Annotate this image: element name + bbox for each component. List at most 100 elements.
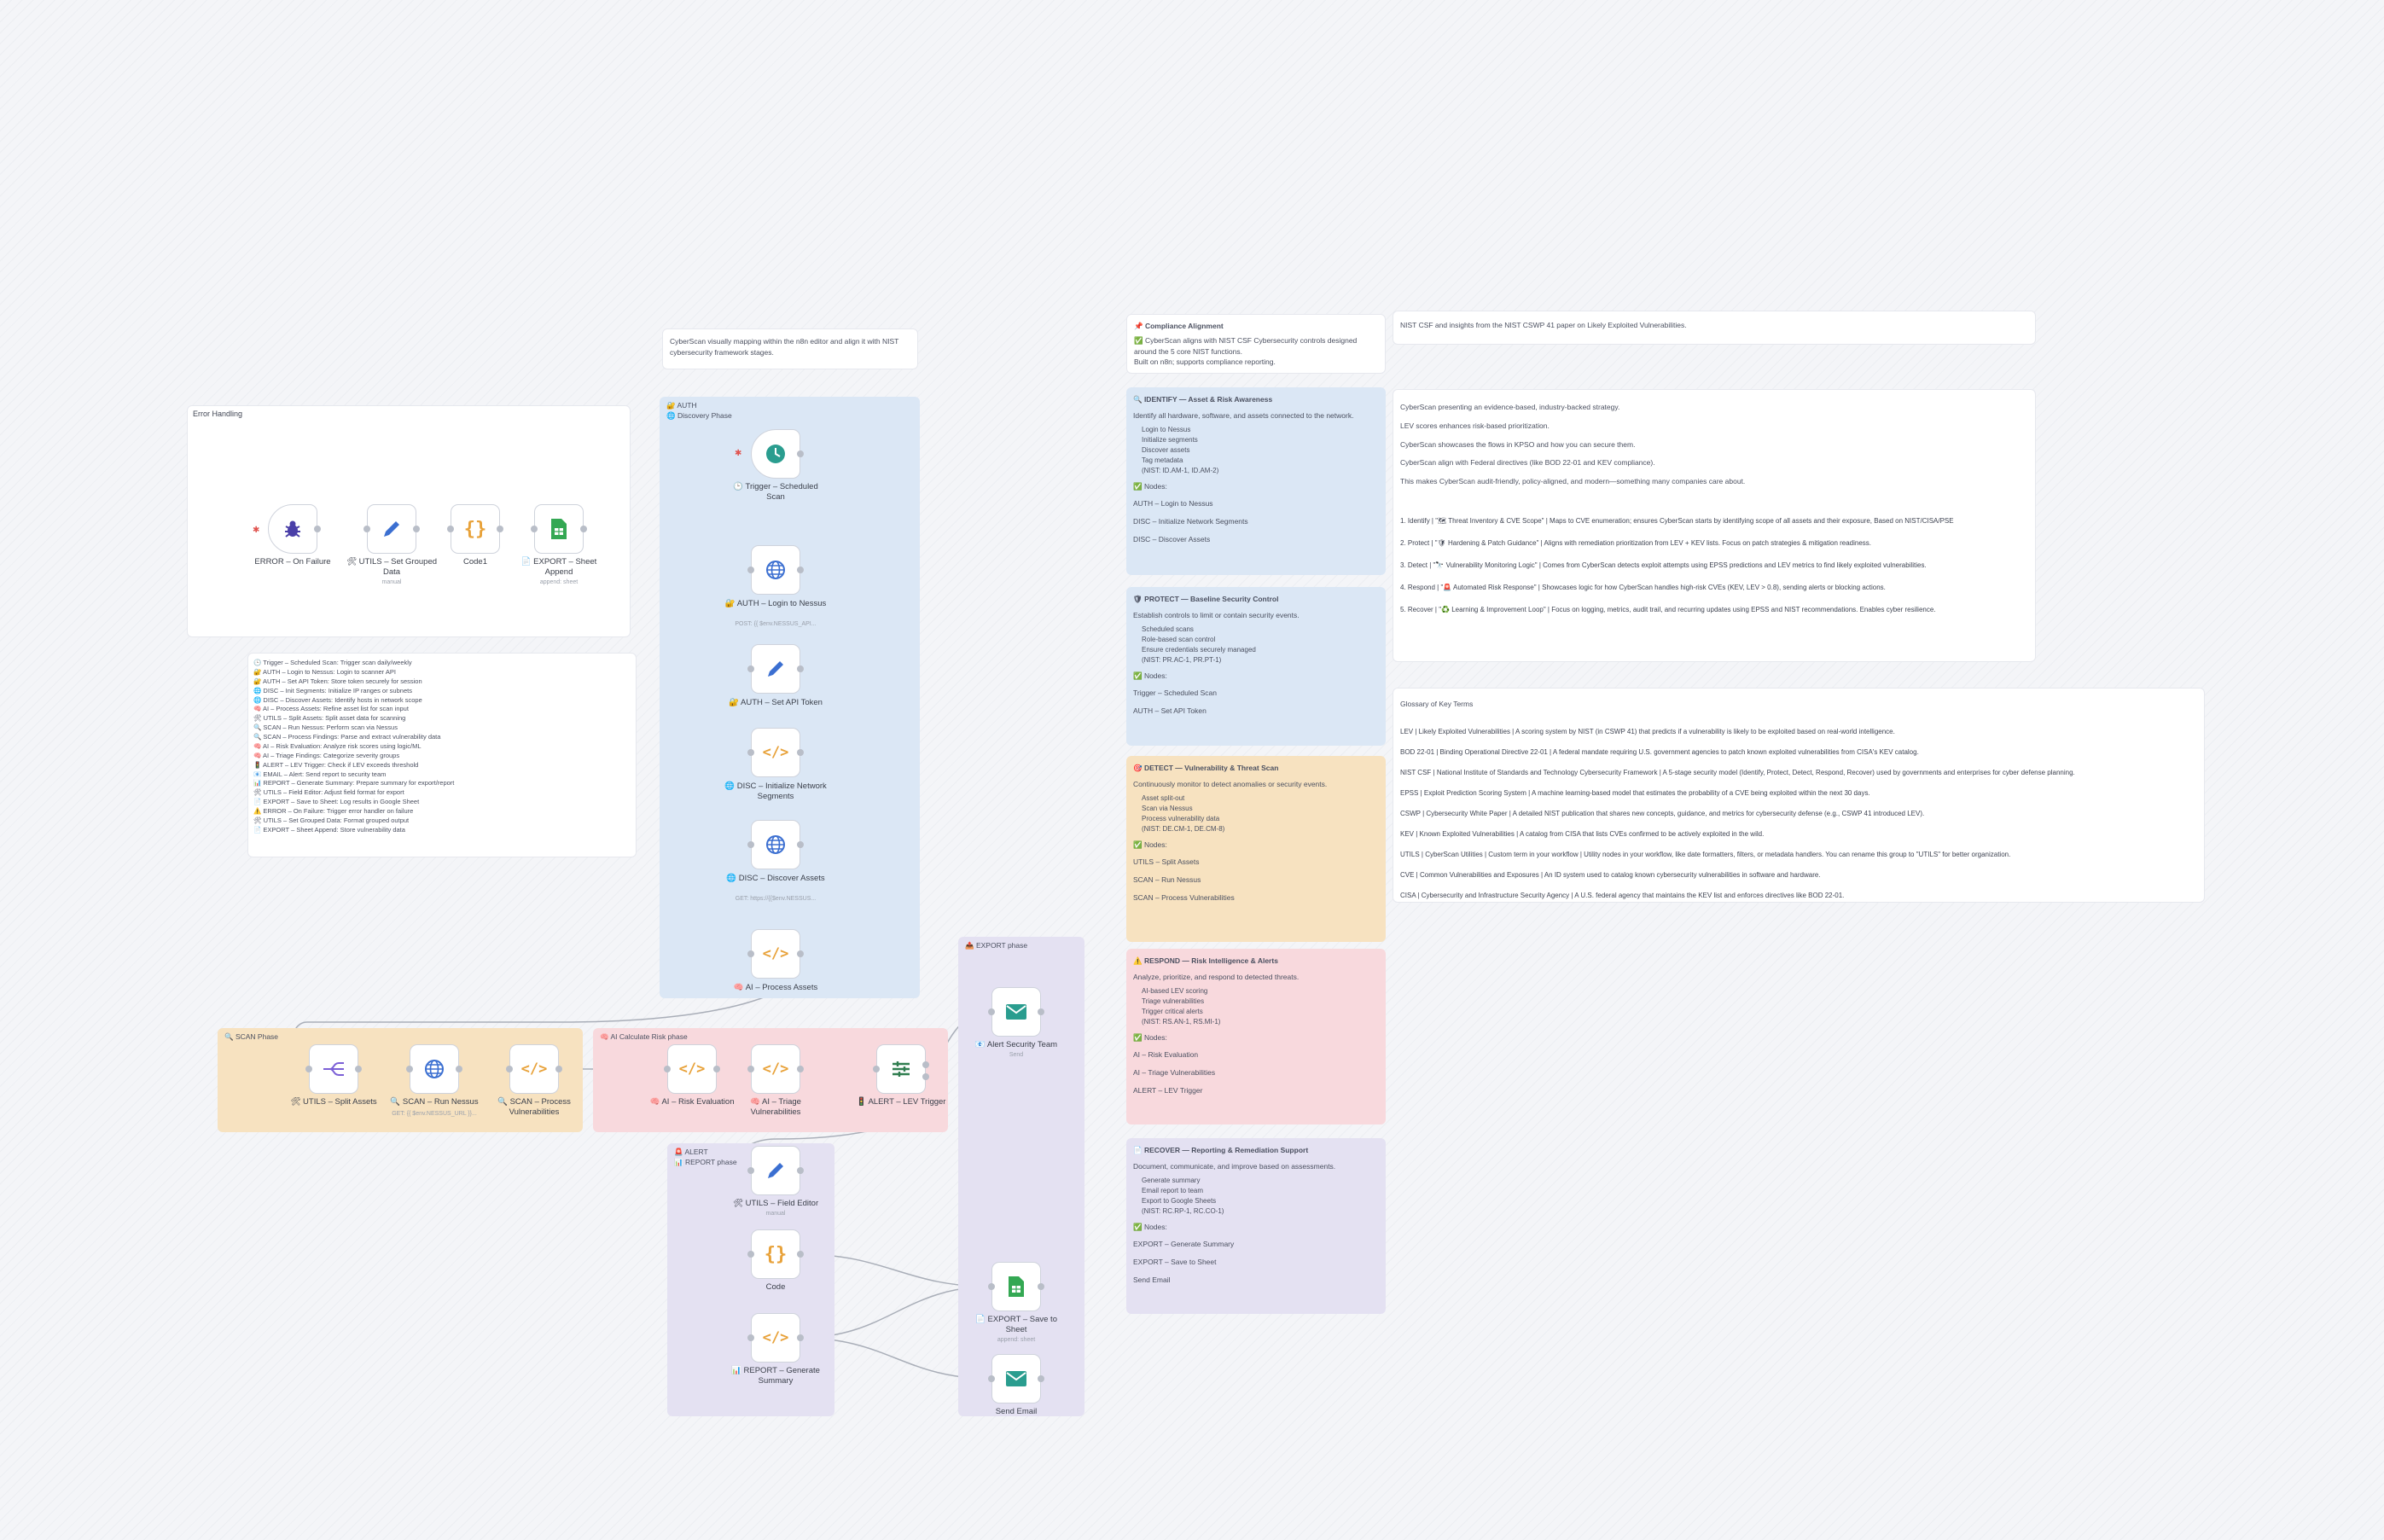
output-port[interactable] xyxy=(497,526,503,532)
input-port[interactable] xyxy=(988,1375,995,1382)
scan-process-vulnerabilities-node[interactable]: </> xyxy=(509,1044,559,1094)
input-port[interactable] xyxy=(506,1066,513,1072)
input-port[interactable] xyxy=(747,1167,754,1174)
input-port[interactable] xyxy=(305,1066,312,1072)
nist-detect-card: 🎯 DETECT — Vulnerability & Threat Scan C… xyxy=(1126,756,1386,942)
auth-login-nessus-node[interactable] xyxy=(751,545,800,595)
output-port[interactable] xyxy=(797,841,804,848)
export-sheet-append-node[interactable] xyxy=(534,504,584,554)
split-icon xyxy=(323,1062,344,1076)
trigger-scheduled-scan-node[interactable] xyxy=(751,429,800,479)
report-group-subtitle: 📊 REPORT phase xyxy=(674,1158,737,1166)
node-subtitle: append: sheet xyxy=(997,1337,1036,1343)
node-subtitle: GET: https://{{$env.NESSUS... xyxy=(735,896,817,902)
card-ref: (NIST: RC.RP-1, RC.CO-1) xyxy=(1142,1206,1224,1215)
output-port[interactable] xyxy=(355,1066,362,1072)
alert-security-team-node[interactable] xyxy=(991,987,1041,1037)
output-port[interactable] xyxy=(1038,1008,1044,1015)
error-handling-title: Error Handling xyxy=(193,410,243,418)
output-port[interactable] xyxy=(797,950,804,957)
set-grouped-data-node[interactable] xyxy=(367,504,416,554)
code-node[interactable]: {} xyxy=(751,1229,800,1279)
export-save-to-sheet-node[interactable] xyxy=(991,1262,1041,1311)
legend-line: 📧 EMAIL – Alert: Send report to security… xyxy=(253,770,387,778)
card-node: SCAN – Process Vulnerabilities xyxy=(1133,892,1235,902)
card-desc: Establish controls to limit or contain s… xyxy=(1133,610,1300,619)
node-label: 🌐 DISC – Initialize Network Segments xyxy=(724,782,827,801)
output-port[interactable] xyxy=(555,1066,562,1072)
disc-init-segments-node[interactable]: </> xyxy=(751,728,800,777)
output-port[interactable] xyxy=(413,526,420,532)
output-port[interactable] xyxy=(797,665,804,672)
utils-field-editor-node[interactable] xyxy=(751,1146,800,1195)
input-port[interactable] xyxy=(988,1283,995,1290)
input-port[interactable] xyxy=(988,1008,995,1015)
output-port[interactable] xyxy=(1038,1375,1044,1382)
card-bullet: Export to Google Sheets xyxy=(1142,1196,1217,1205)
input-port[interactable] xyxy=(363,526,370,532)
card-desc: Continuously monitor to detect anomalies… xyxy=(1133,779,1328,788)
input-port[interactable] xyxy=(747,749,754,756)
output-port[interactable] xyxy=(580,526,587,532)
report-generate-summary-node[interactable]: </> xyxy=(751,1313,800,1363)
overview-line: CyberScan align with Federal directives … xyxy=(1400,458,1655,468)
legend-line: 🌐 DISC – Init Segments: Initialize IP ra… xyxy=(253,686,412,694)
output-port[interactable] xyxy=(456,1066,462,1072)
ai-risk-evaluation-node[interactable]: </> xyxy=(667,1044,717,1094)
output-port[interactable] xyxy=(797,450,804,457)
pencil-icon xyxy=(768,1163,783,1178)
input-port[interactable] xyxy=(747,1066,754,1072)
alert-lev-trigger-node[interactable] xyxy=(876,1044,926,1094)
input-port[interactable] xyxy=(747,841,754,848)
output-port[interactable] xyxy=(797,1167,804,1174)
input-port[interactable] xyxy=(406,1066,413,1072)
export-group-title: 📤 EXPORT phase xyxy=(965,941,1028,950)
node-label: 🧠 AI – Process Assets xyxy=(733,983,818,992)
intro-text: CyberScan visually mapping within the n8… xyxy=(670,337,899,357)
disc-discover-assets-node[interactable] xyxy=(751,820,800,869)
input-port[interactable] xyxy=(873,1066,880,1072)
sheets-icon xyxy=(1009,1276,1024,1297)
auth-set-api-token-node[interactable] xyxy=(751,644,800,694)
output-port[interactable] xyxy=(797,1251,804,1258)
output-port-true[interactable] xyxy=(922,1061,929,1068)
input-port[interactable] xyxy=(664,1066,671,1072)
output-port[interactable] xyxy=(1038,1283,1044,1290)
compliance-sticky: 📌 Compliance Alignment ✅ CyberScan align… xyxy=(1126,314,1386,374)
input-port[interactable] xyxy=(747,567,754,573)
ai-process-assets-node[interactable]: </> xyxy=(751,929,800,979)
card-nodes-label: ✅ Nodes: xyxy=(1133,840,1167,849)
utils-split-assets-node[interactable] xyxy=(309,1044,358,1094)
output-port[interactable] xyxy=(797,567,804,573)
output-port[interactable] xyxy=(314,526,321,532)
node-label: Code xyxy=(765,1282,786,1292)
input-port[interactable] xyxy=(747,665,754,672)
input-port[interactable] xyxy=(747,1251,754,1258)
output-port-false[interactable] xyxy=(922,1073,929,1080)
node-label: 🔐 AUTH – Set API Token xyxy=(729,698,823,707)
compliance-title: 📌 Compliance Alignment xyxy=(1134,322,1224,330)
send-email-node[interactable] xyxy=(991,1354,1041,1403)
card-title: 🛡 PROTECT — Baseline Security Control xyxy=(1133,595,1279,603)
legend-line: 🛠 UTILS – Set Grouped Data: Format group… xyxy=(253,816,410,824)
overview-step: 2. Protect | "🛡 Hardening & Patch Guidan… xyxy=(1400,538,1872,547)
ai-triage-vulnerabilities-node[interactable]: </> xyxy=(751,1044,800,1094)
scan-run-nessus-node[interactable] xyxy=(410,1044,459,1094)
input-port[interactable] xyxy=(747,950,754,957)
glossary-title: Glossary of Key Terms xyxy=(1400,700,1474,708)
output-port[interactable] xyxy=(797,1066,804,1072)
card-node: AUTH – Login to Nessus xyxy=(1133,499,1213,508)
input-port[interactable] xyxy=(447,526,454,532)
error-on-failure-node[interactable] xyxy=(268,504,317,554)
output-port[interactable] xyxy=(713,1066,720,1072)
node-label: 🛠 UTILS – Field Editor xyxy=(732,1199,819,1208)
output-port[interactable] xyxy=(797,1334,804,1341)
code1-node[interactable]: {} xyxy=(451,504,500,554)
input-port[interactable] xyxy=(531,526,538,532)
braces-icon: {} xyxy=(463,518,487,540)
output-port[interactable] xyxy=(797,749,804,756)
pencil-icon xyxy=(384,521,399,537)
input-port[interactable] xyxy=(747,1334,754,1341)
legend-line: 🚦 ALERT – LEV Trigger: Check if LEV exce… xyxy=(253,760,419,769)
node-subtitle: Send xyxy=(1009,1052,1024,1058)
